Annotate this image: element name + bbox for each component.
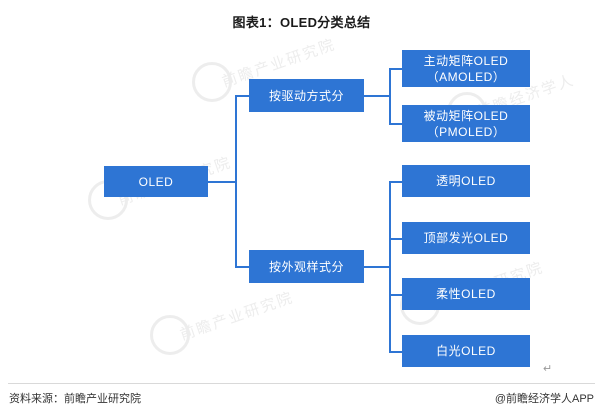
node-root[interactable]: OLED (104, 166, 208, 197)
connector-spine-to-branch2 (235, 266, 249, 268)
connector-branch2-to-leaf6 (389, 351, 402, 353)
node-branch-appearance-type[interactable]: 按外观样式分 (249, 250, 364, 283)
connector-branch1-out (364, 95, 390, 97)
node-branch-drive-type-label: 按驱动方式分 (268, 88, 344, 103)
node-leaf-top-emitting-oled[interactable]: 顶部发光OLED (402, 222, 530, 254)
node-leaf-amoled-line1: 主动矩阵OLED (423, 53, 509, 68)
connector-branch1-spine (389, 68, 391, 123)
paragraph-mark: ↵ (543, 363, 553, 375)
node-leaf-pmoled-text: 被动矩阵OLED （PMOLED） (424, 108, 509, 140)
connector-branch1-to-leaf1 (389, 68, 402, 70)
connector-spine-to-branch1 (235, 95, 249, 97)
connector-branch1-to-leaf2 (389, 123, 402, 125)
connector-main-spine (235, 95, 237, 267)
node-leaf-amoled[interactable]: 主动矩阵OLED （AMOLED） (402, 50, 530, 87)
node-branch-appearance-type-label: 按外观样式分 (268, 259, 344, 274)
chart-title: 图表1：OLED分类总结 (232, 15, 371, 30)
node-leaf-pmoled-line1: 被动矩阵OLED (423, 108, 509, 123)
watermark-ring (192, 62, 232, 102)
connector-branch2-out (364, 266, 390, 268)
node-leaf-amoled-line2: （AMOLED） (426, 69, 506, 84)
node-leaf-white-oled[interactable]: 白光OLED (402, 335, 530, 367)
node-leaf-flexible-oled-label: 柔性OLED (436, 287, 496, 301)
connector-branch2-to-leaf5 (389, 294, 402, 296)
footer-divider (8, 383, 595, 384)
node-leaf-white-oled-label: 白光OLED (436, 344, 496, 358)
connector-branch2-to-leaf4 (389, 238, 402, 240)
node-root-label: OLED (138, 174, 174, 189)
source-note: 资料来源：前瞻产业研究院 (9, 393, 141, 405)
credit-note: @前瞻经济学人APP (494, 393, 594, 405)
node-branch-drive-type[interactable]: 按驱动方式分 (249, 79, 364, 112)
node-leaf-transparent-oled[interactable]: 透明OLED (402, 165, 530, 197)
connector-branch2-spine (389, 181, 391, 351)
connector-root-to-spine (208, 181, 236, 183)
node-leaf-transparent-oled-label: 透明OLED (436, 174, 496, 188)
node-leaf-flexible-oled[interactable]: 柔性OLED (402, 278, 530, 310)
node-leaf-amoled-text: 主动矩阵OLED （AMOLED） (424, 53, 509, 85)
node-leaf-top-emitting-oled-label: 顶部发光OLED (423, 231, 509, 245)
watermark-ring (150, 315, 190, 355)
connector-branch2-to-leaf3 (389, 181, 402, 183)
watermark-text: 前瞻产业研究院 (177, 289, 297, 344)
node-leaf-pmoled-line2: （PMOLED） (426, 124, 506, 139)
node-leaf-pmoled[interactable]: 被动矩阵OLED （PMOLED） (402, 105, 530, 142)
